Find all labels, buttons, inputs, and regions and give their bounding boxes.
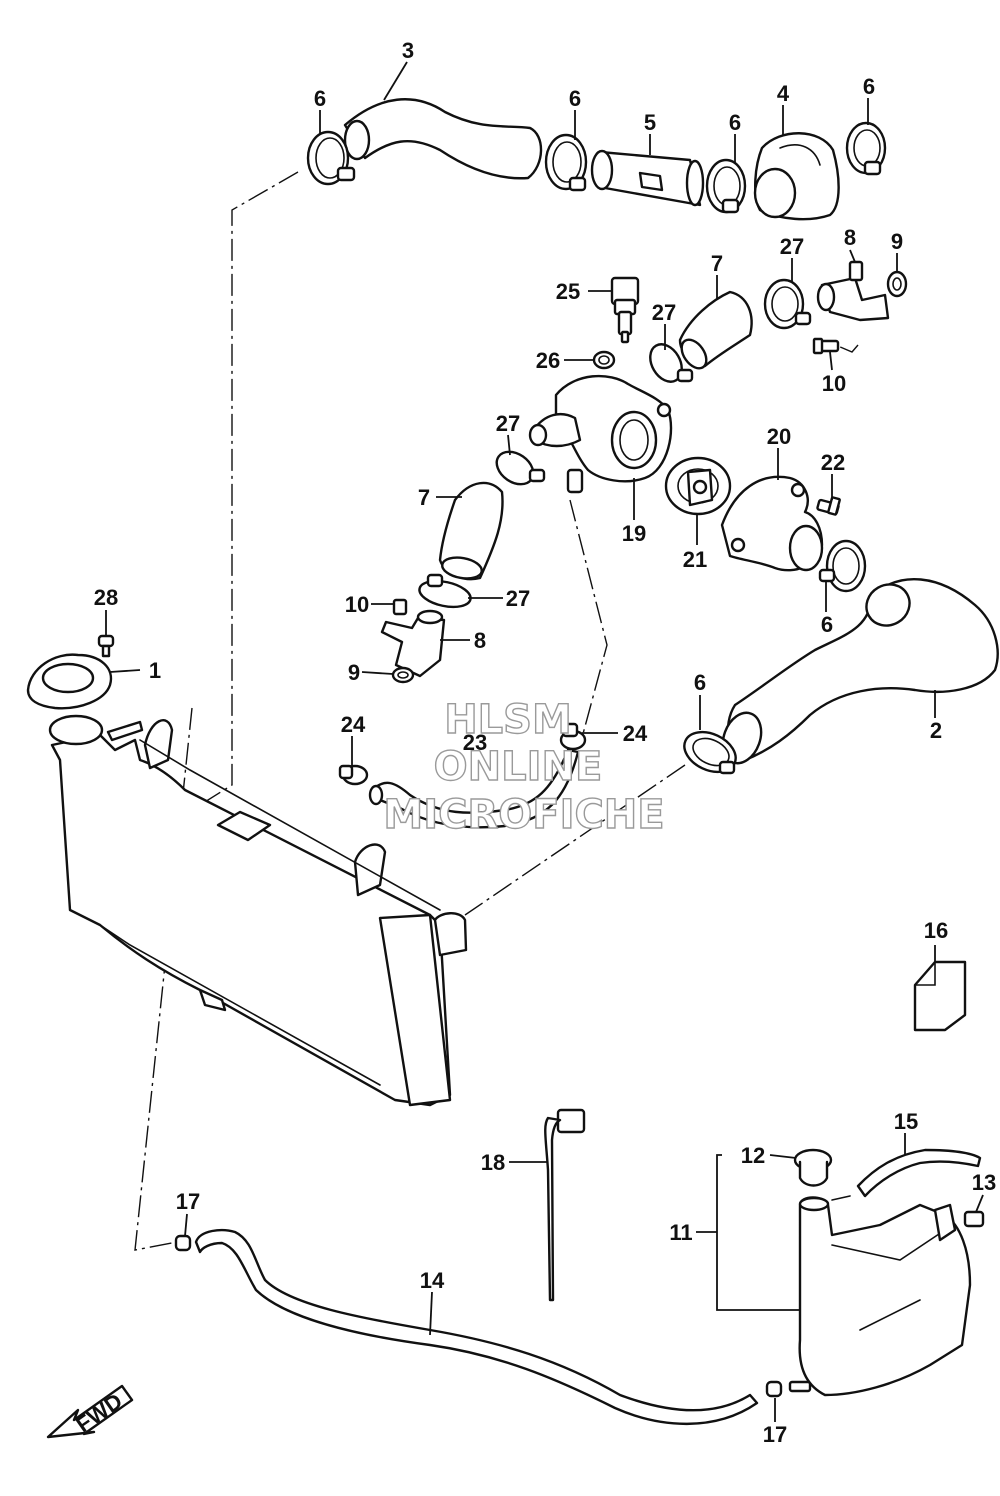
fitting-8b[interactable]: [380, 609, 446, 678]
label-16[interactable]: [913, 960, 967, 1032]
callout-2: 2: [930, 718, 942, 743]
callout-10: 10: [822, 371, 846, 396]
callout-labels: 3 6 6 5 6 4 6 25 26 27 7 27 8 9 10 27 19…: [94, 38, 996, 1447]
hose-clamp-27d[interactable]: [417, 573, 473, 611]
callout-17: 17: [763, 1422, 787, 1447]
hose-clamp-17b[interactable]: [765, 1380, 812, 1398]
hose-clamp-6a[interactable]: [306, 130, 356, 186]
elbow-hose-4[interactable]: [753, 132, 840, 221]
small-hose-7b[interactable]: [438, 481, 504, 581]
callout-9: 9: [348, 660, 360, 685]
watermark-line-3: MICROFICHE: [383, 792, 664, 838]
o-ring-26[interactable]: [592, 350, 616, 370]
thermostat-housing-19[interactable]: [528, 374, 673, 494]
hose-clamp-17a[interactable]: [174, 1234, 192, 1252]
callout-27: 27: [652, 300, 676, 325]
callout-15: 15: [894, 1109, 918, 1134]
callout-4: 4: [777, 81, 790, 106]
hose-clamp-6b[interactable]: [544, 133, 588, 192]
watermark-line-2: ONLINE: [434, 744, 603, 790]
callout-7: 7: [711, 251, 723, 276]
callout-6: 6: [821, 612, 833, 637]
radiator-cap-1[interactable]: [26, 653, 113, 710]
o-ring-9b[interactable]: [391, 666, 415, 684]
small-hose-7a[interactable]: [677, 290, 753, 373]
reservoir-cap-12[interactable]: [793, 1148, 833, 1187]
bolt-22[interactable]: [816, 496, 841, 516]
hose-clamp-24b[interactable]: [559, 722, 587, 751]
lower-hose-2[interactable]: [716, 577, 999, 769]
callout-14: 14: [420, 1268, 445, 1293]
vent-hose-15[interactable]: [831, 1148, 982, 1201]
callout-5: 5: [644, 110, 656, 135]
watermark: HLSM ONLINE MICROFICHE: [383, 696, 666, 838]
callout-27: 27: [496, 411, 520, 436]
callout-6: 6: [569, 86, 581, 111]
callout-24: 24: [341, 712, 366, 737]
hose-clamp-6d[interactable]: [845, 121, 887, 176]
callout-10: 10: [345, 592, 369, 617]
watermark-line-1: HLSM: [444, 697, 572, 743]
callout-22: 22: [821, 450, 845, 475]
callout-25: 25: [556, 279, 580, 304]
overflow-hose-14[interactable]: [194, 1228, 759, 1425]
water-pipe-5[interactable]: [590, 149, 705, 207]
callout-7: 7: [418, 485, 430, 510]
callout-28: 28: [94, 585, 118, 610]
callout-27: 27: [780, 234, 804, 259]
bolt-10a[interactable]: [812, 337, 840, 355]
harness-clamp-18[interactable]: [544, 1108, 586, 1302]
reservoir-tank-11[interactable]: [798, 1196, 972, 1397]
callout-13: 13: [972, 1170, 996, 1195]
callout-24: 24: [623, 721, 648, 746]
callout-9: 9: [891, 229, 903, 254]
callout-16: 16: [924, 918, 948, 943]
callout-6: 6: [863, 74, 875, 99]
hose-clamp-27a[interactable]: [644, 339, 694, 388]
callout-12: 12: [741, 1143, 765, 1168]
screw-28[interactable]: [97, 634, 115, 658]
upper-hose-3[interactable]: [343, 98, 543, 180]
leader-lines: [105, 61, 984, 1422]
temp-sensor-25[interactable]: [610, 276, 640, 344]
bypass-hose-23[interactable]: [368, 748, 580, 829]
bolt-13[interactable]: [963, 1210, 985, 1228]
callout-27: 27: [506, 586, 530, 611]
bolt-10b[interactable]: [392, 598, 408, 616]
callout-21: 21: [683, 547, 707, 572]
callout-18: 18: [481, 1150, 505, 1175]
thermostat-21[interactable]: [664, 456, 732, 516]
callout-17: 17: [176, 1189, 200, 1214]
callout-20: 20: [767, 424, 791, 449]
callout-8: 8: [844, 225, 856, 250]
callout-6: 6: [694, 670, 706, 695]
radiator-body[interactable]: [48, 714, 468, 1107]
hose-clamp-6f[interactable]: [678, 724, 742, 779]
fwd-direction-arrow: FWD: [46, 1384, 134, 1439]
callout-19: 19: [622, 521, 646, 546]
callout-23: 23: [463, 730, 487, 755]
callout-6: 6: [729, 110, 741, 135]
hose-clamp-27b[interactable]: [763, 278, 812, 330]
callout-8: 8: [474, 628, 486, 653]
callout-6: 6: [314, 86, 326, 111]
callout-1: 1: [149, 658, 161, 683]
hose-clamp-6e[interactable]: [818, 539, 867, 593]
thermostat-cover-20[interactable]: [720, 475, 824, 572]
callout-3: 3: [402, 38, 414, 63]
fitting-8a[interactable]: [816, 260, 890, 322]
hose-clamp-24a[interactable]: [338, 764, 369, 786]
o-ring-9a[interactable]: [886, 270, 908, 298]
callout-11: 11: [669, 1220, 692, 1245]
callout-26: 26: [536, 348, 560, 373]
hose-clamp-6c[interactable]: [705, 158, 747, 214]
hose-clamp-27c[interactable]: [491, 445, 546, 491]
